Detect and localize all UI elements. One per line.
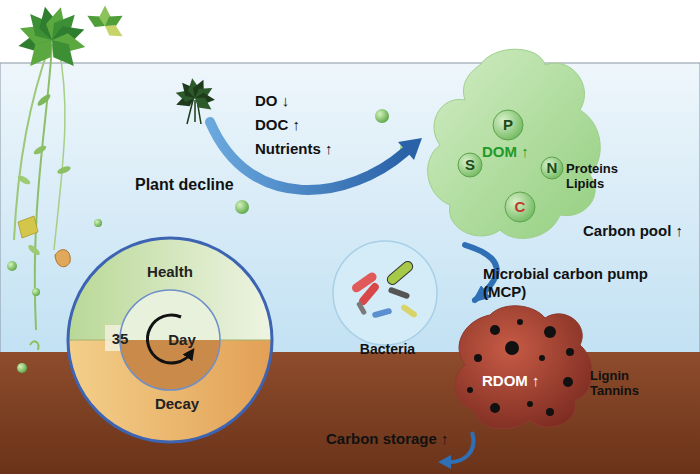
inner-ring [120, 290, 220, 390]
element-node: C [504, 191, 536, 223]
leaf [22, 34, 59, 73]
arrow-head [438, 455, 451, 469]
day-number: 35 [105, 330, 135, 348]
blob-fill [455, 306, 592, 429]
phase-label: Decay [137, 395, 217, 413]
rdom-pool: RDOM ↑ Lignin Tannins [450, 300, 650, 435]
element-node: P [492, 109, 524, 141]
particle [527, 401, 533, 407]
leaf-fragment [30, 341, 38, 350]
day-cycle: Health 35 DayDecay [65, 235, 275, 445]
bubble [17, 363, 27, 373]
blob-fill [428, 49, 601, 238]
bubble [235, 200, 249, 214]
bacterium [388, 286, 411, 299]
particle [490, 325, 500, 335]
circle-fill [493, 110, 523, 140]
bubble [7, 261, 17, 271]
annotation: DOC ↑ [255, 116, 335, 134]
element-symbol: N [540, 156, 564, 180]
bacterium [372, 308, 393, 319]
leaf-fragment [18, 216, 38, 238]
annotation: Nutrients ↑ [255, 140, 365, 158]
decay-half [68, 340, 272, 442]
circle-fill [505, 192, 535, 222]
particle [474, 354, 482, 362]
arrow-head [398, 138, 422, 160]
node-label: Bacteria [330, 340, 445, 358]
particle [517, 319, 523, 325]
plant-stem [14, 44, 50, 240]
plant-stem [54, 44, 65, 250]
plant [84, 6, 125, 42]
bubble [94, 219, 102, 227]
leaf-fragment [55, 250, 70, 267]
dom-pool: DOM ↑Proteins LipidsPSNC [420, 45, 620, 245]
annotation: Plant decline [135, 176, 275, 194]
pool-label: DOM ↑ [482, 143, 552, 161]
flow-arrow [450, 432, 473, 462]
annotation: DO ↓ [255, 92, 335, 110]
rdom-blob [450, 300, 650, 435]
element-node: N [540, 156, 564, 180]
compound-list: Lignin Tannins [590, 368, 650, 398]
leaf [32, 144, 47, 156]
particle [546, 408, 554, 416]
edge-label: Microbial carbon pump (MCP) [483, 265, 658, 301]
circle-fill [458, 153, 482, 177]
flow-arrow [210, 122, 405, 190]
particle [505, 341, 519, 355]
bacterium [356, 301, 367, 316]
particle [539, 355, 545, 361]
circle-fill [541, 157, 563, 179]
circle-fill [333, 241, 437, 345]
water [0, 63, 700, 355]
leaf [27, 243, 42, 257]
leaf [16, 174, 31, 186]
bacterium [385, 260, 414, 287]
dark-plant [174, 77, 215, 124]
particle [490, 403, 500, 413]
leaf [192, 93, 215, 114]
bacteria-node: Bacteria [330, 238, 445, 358]
particle [566, 348, 574, 356]
leaf [36, 93, 52, 108]
center-label: Day [159, 331, 205, 349]
leaf [56, 165, 71, 175]
element-symbol: S [457, 152, 483, 178]
bacteria-circle [330, 238, 445, 358]
health-half [68, 238, 272, 340]
element-node: S [457, 152, 483, 178]
element-symbol: C [504, 191, 536, 223]
annotation: Carbon storage ↑ [326, 430, 476, 448]
pool-label: RDOM ↑ [482, 372, 562, 390]
compound-list: Proteins Lipids [566, 161, 628, 191]
phase-label: Health [130, 263, 210, 281]
particle [563, 377, 573, 387]
element-symbol: P [492, 109, 524, 141]
plant [17, 5, 88, 73]
bubble [375, 109, 389, 123]
leaf [102, 21, 126, 42]
particle [544, 326, 556, 338]
particle [467, 387, 473, 393]
bubble [32, 288, 40, 296]
annotation: Carbon pool ↑ [583, 222, 698, 240]
outer-ring [68, 238, 272, 442]
bacterium [400, 303, 418, 318]
